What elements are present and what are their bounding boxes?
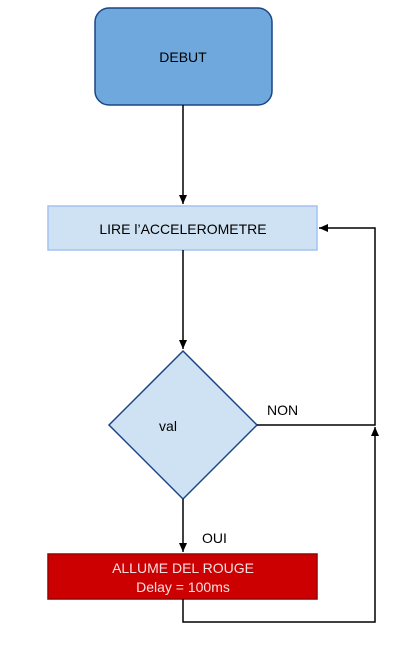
decision-node (107, 349, 259, 501)
action-node-line1: ALLUME DEL ROUGE (112, 560, 254, 576)
edge-no-loop (257, 224, 376, 426)
start-node-label: DEBUT (159, 49, 207, 65)
edge-no-label: NON (267, 402, 298, 418)
edge-yes-label: OUI (202, 530, 227, 546)
action-node-line2: Delay = 100ms (136, 579, 230, 595)
action-node (47, 553, 318, 600)
decision-node-label: val (159, 418, 177, 434)
read-node-label: LIRE l’ACCELEROMETRE (99, 221, 266, 237)
edge-action-return (182, 427, 379, 623)
read-node (47, 205, 318, 251)
